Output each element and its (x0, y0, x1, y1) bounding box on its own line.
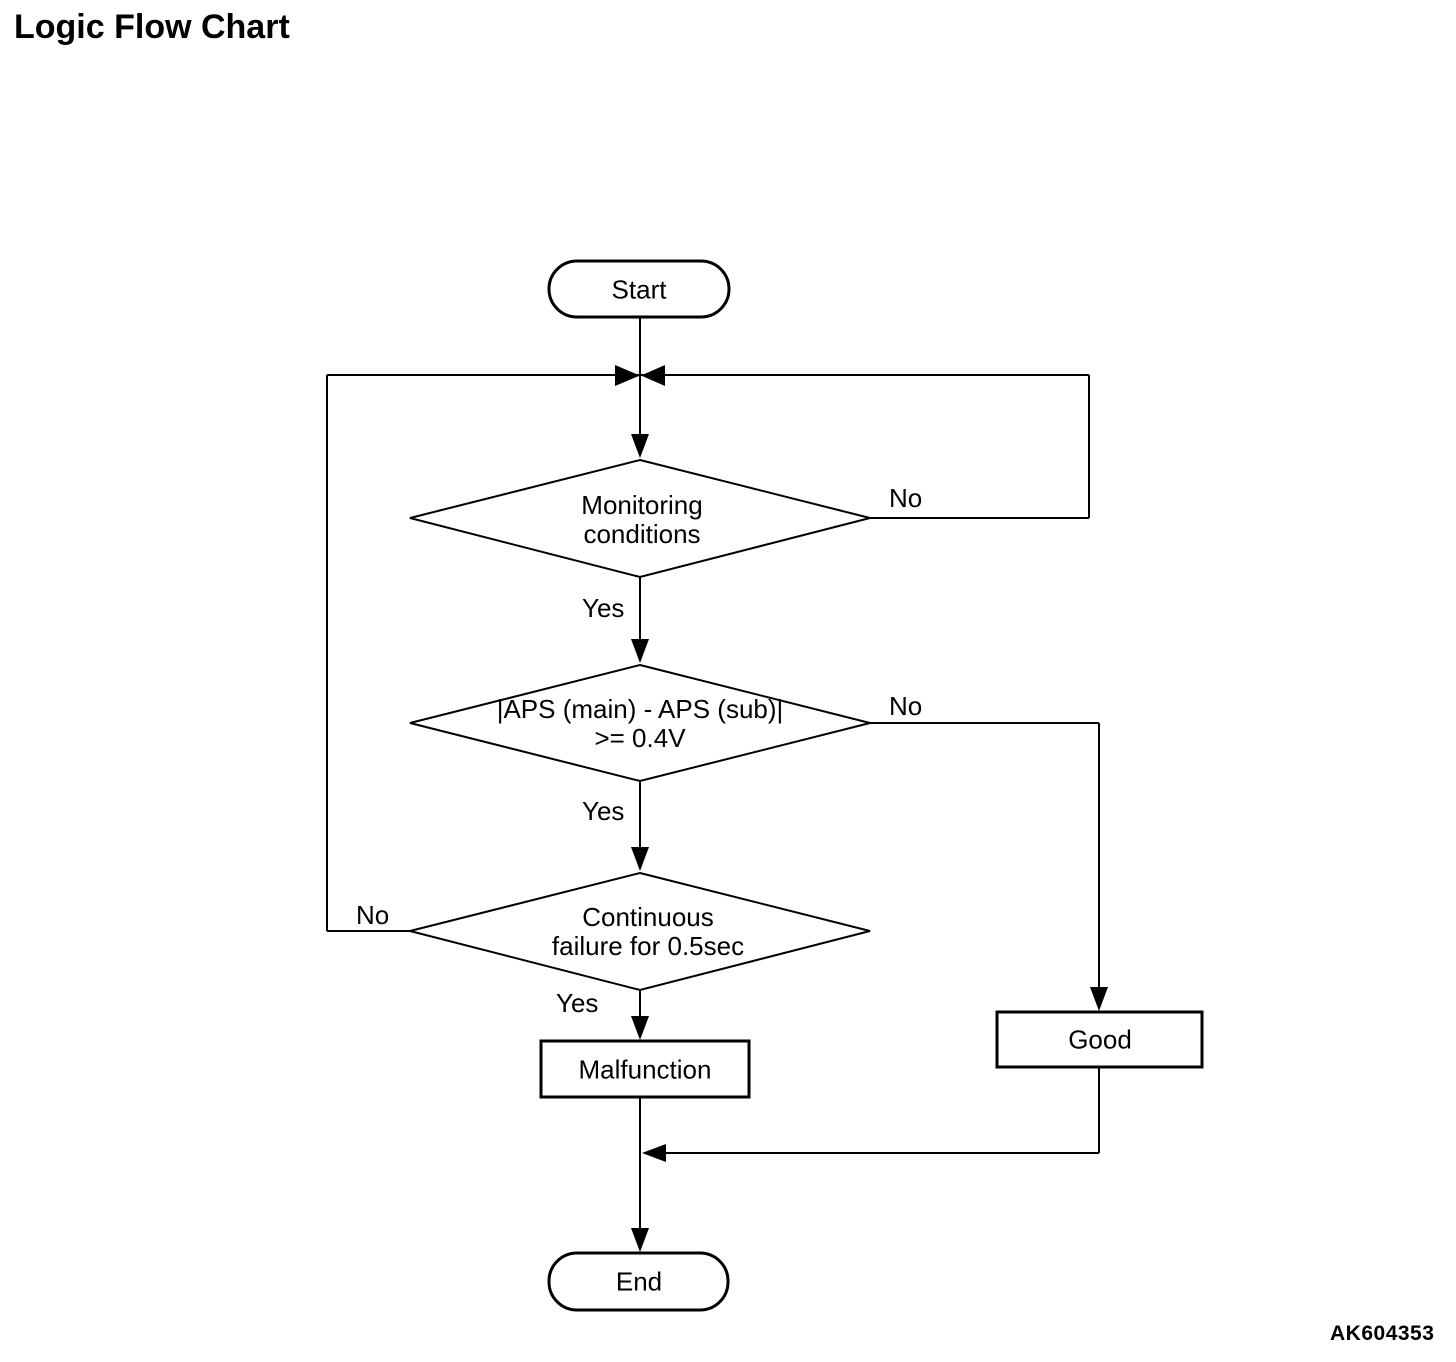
continuous-failure-line1: Continuous (582, 902, 714, 932)
aps-difference-line2: >= 0.4V (594, 723, 686, 753)
monitoring-conditions-line1: Monitoring (581, 490, 703, 520)
good-process-shape (995, 1010, 1204, 1069)
start-node (547, 259, 731, 319)
aps-decision-shape (409, 663, 871, 783)
malfunction-process-shape (539, 1039, 751, 1099)
aps-difference-node (409, 663, 871, 783)
figure-code: AK604353 (1330, 1322, 1435, 1345)
malfunction-node (539, 1039, 751, 1099)
end-node (547, 1251, 730, 1312)
monitoring-decision-shape (409, 458, 871, 579)
monitoring-conditions-label: Monitoring conditions (581, 491, 702, 549)
monitoring-conditions-line2: conditions (583, 519, 701, 549)
aps-yes-label: Yes (582, 796, 625, 826)
arrow-into-monitoring (631, 434, 649, 458)
arrow-into-continuous (631, 847, 649, 871)
arrow-merge-left (642, 1144, 666, 1162)
end-terminator-shape (547, 1251, 730, 1312)
continuous-yes-label: Yes (556, 988, 599, 1018)
arrow-junction-left (615, 365, 640, 386)
arrowheads (615, 365, 1108, 1252)
monitoring-yes-label: Yes (582, 593, 625, 623)
malfunction-node-label: Malfunction (578, 1054, 712, 1085)
aps-difference-line1: |APS (main) - APS (sub)| (496, 694, 784, 724)
good-node-label: Good (1068, 1024, 1132, 1055)
arrow-into-end (631, 1228, 649, 1252)
arrow-into-aps (631, 639, 649, 663)
continuous-no-label: No (356, 900, 390, 930)
continuous-failure-line2: failure for 0.5sec (551, 931, 745, 961)
arrow-junction-right (641, 365, 665, 386)
continuous-decision-shape (409, 871, 871, 992)
start-node-label: Start (611, 274, 667, 305)
arrow-into-malfunction (631, 1016, 649, 1040)
aps-difference-label: |APS (main) - APS (sub)| >= 0.4V (497, 695, 784, 753)
monitoring-no-label: No (889, 483, 923, 513)
arrow-into-good (1090, 987, 1108, 1011)
continuous-failure-node (409, 871, 871, 992)
good-node (995, 1010, 1204, 1069)
page-title: Logic Flow Chart (14, 8, 290, 46)
end-node-label: End (615, 1266, 663, 1297)
aps-no-label: No (889, 691, 923, 721)
start-terminator-shape (547, 259, 731, 319)
monitoring-conditions-node (409, 458, 871, 579)
continuous-failure-label: Continuous failure for 0.5sec (552, 903, 744, 961)
